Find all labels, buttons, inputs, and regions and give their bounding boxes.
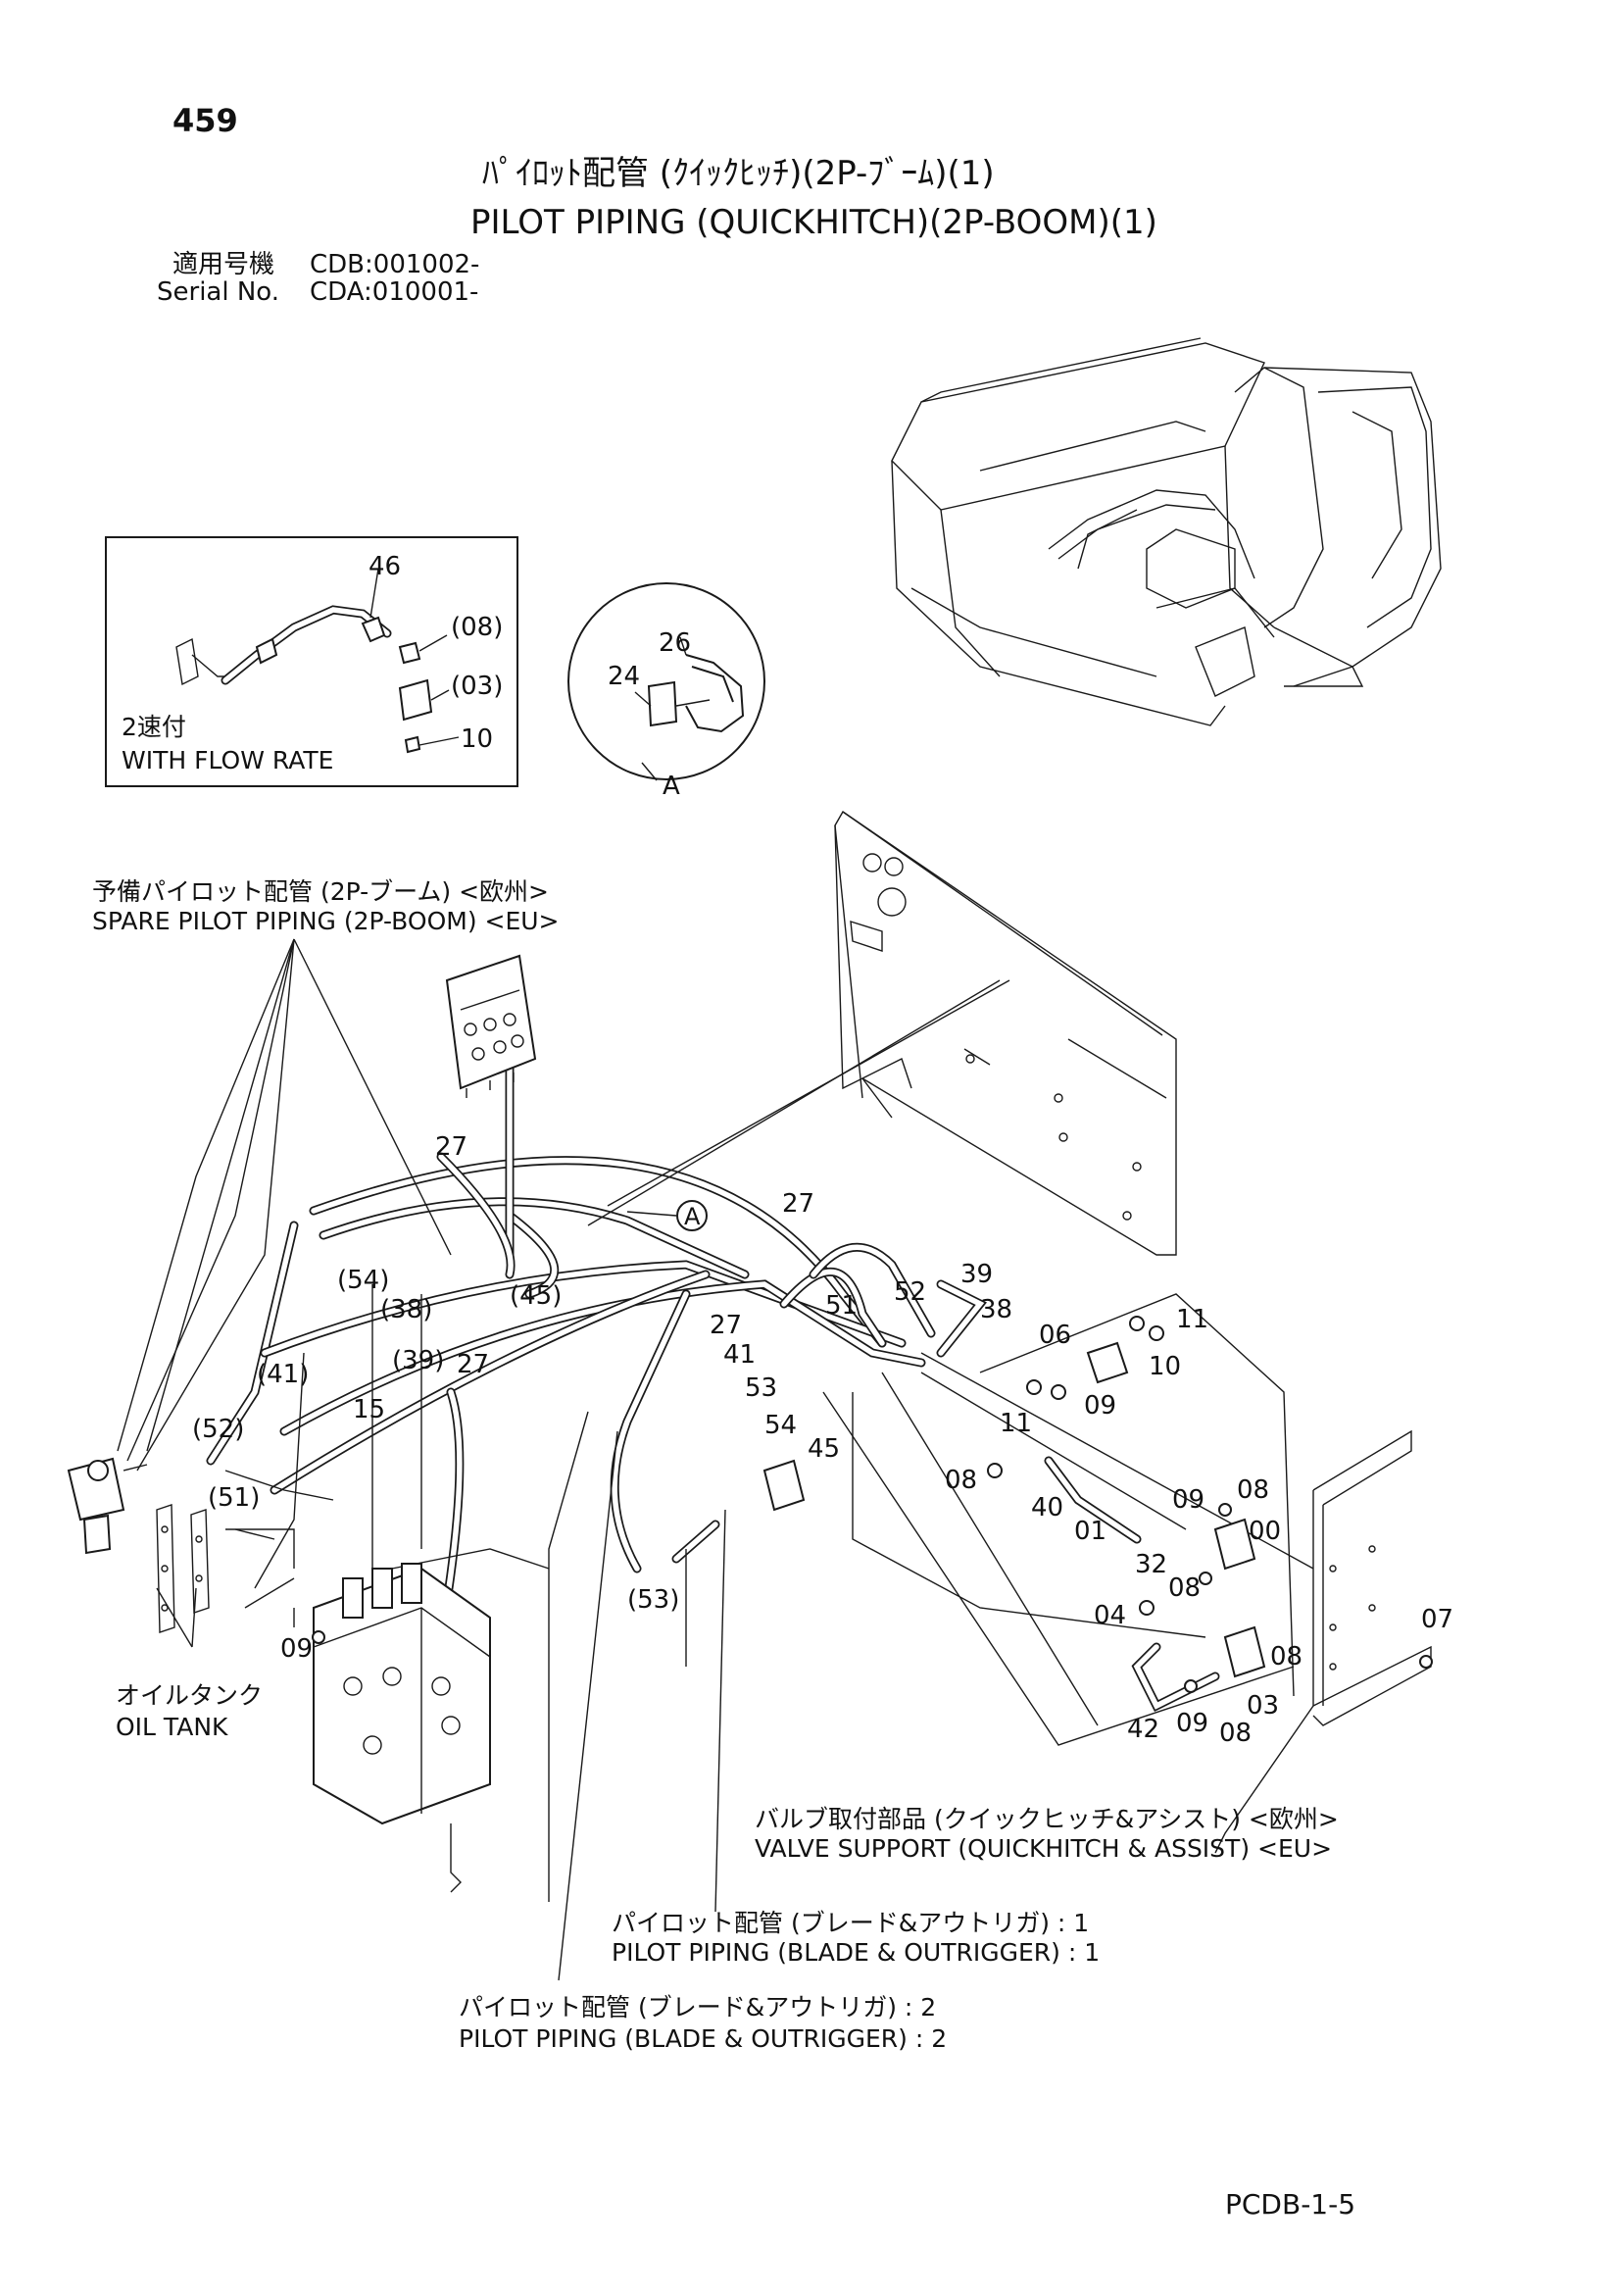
pilot-control-valve-top bbox=[445, 954, 537, 1098]
part-label: 42 bbox=[1127, 1715, 1159, 1744]
part-label: 38 bbox=[980, 1295, 1012, 1324]
detail-a-view-label: A bbox=[663, 772, 680, 801]
text-callouts: 予備パイロット配管 (2P-ブーム) <欧州> SPARE PILOT PIPI… bbox=[92, 877, 1339, 2053]
valve-mount-panel bbox=[834, 810, 1177, 1256]
part-label: 01 bbox=[1074, 1517, 1106, 1546]
serial-jp-value: CDB:001002- bbox=[310, 250, 479, 279]
inset-label-03: (03) bbox=[451, 672, 503, 701]
part-label: 53 bbox=[745, 1373, 777, 1403]
valve-support-bracket bbox=[1312, 1429, 1432, 1726]
blade-outrigger-2-jp: パイロット配管 (ブレード&アウトリガ) : 2 bbox=[459, 1993, 936, 2021]
serial-en-label: Serial No. bbox=[157, 277, 279, 307]
quickhitch-valve-blocks bbox=[312, 1316, 1433, 1693]
left-selector-valve bbox=[67, 1457, 148, 1555]
view-a-marker: A bbox=[626, 1200, 708, 1231]
valve-support-jp: バルブ取付部品 (クイックヒッチ&アシスト) <欧州> bbox=[755, 1805, 1339, 1833]
part-label: (51) bbox=[208, 1483, 260, 1513]
serial-jp-label: 適用号機 bbox=[172, 250, 274, 279]
oil-tank-jp: オイルタンク bbox=[116, 1681, 263, 1710]
part-label: 27 bbox=[435, 1132, 467, 1162]
part-number-labels: 27 (54) (38) (45) 27 39 52 38 51 27 41 5… bbox=[192, 1132, 1453, 1748]
inset-caption-en: WITH FLOW RATE bbox=[122, 746, 333, 774]
part-label: 09 bbox=[1172, 1485, 1204, 1515]
detail-a-circle: 26 24 A bbox=[567, 582, 765, 801]
spare-pilot-piping-en: SPARE PILOT PIPING (2P-BOOM) <EU> bbox=[92, 907, 560, 935]
part-label: 27 bbox=[457, 1350, 489, 1379]
blade-outrigger-1-jp: パイロット配管 (ブレード&アウトリガ) : 1 bbox=[612, 1909, 1089, 1937]
part-label: (41) bbox=[257, 1360, 309, 1389]
oil-tank-brackets bbox=[156, 1504, 295, 1633]
part-label: (53) bbox=[627, 1585, 679, 1615]
main-piping-diagram: A 27 (54) (38) (45) 27 39 52 38 51 bbox=[67, 810, 1453, 2053]
part-label: 09 bbox=[1084, 1391, 1116, 1421]
title-japanese: ﾊﾟｲﾛｯﾄ配管 (ｸｲｯｸﾋｯﾁ)(2P-ﾌﾞｰﾑ)(1) bbox=[482, 154, 995, 193]
part-label: 06 bbox=[1039, 1321, 1071, 1350]
part-label: 04 bbox=[1094, 1601, 1126, 1630]
part-label: (39) bbox=[392, 1346, 444, 1375]
valve-support-en: VALVE SUPPORT (QUICKHITCH & ASSIST) <EU> bbox=[755, 1834, 1332, 1863]
main-control-valve bbox=[313, 1563, 491, 1893]
inset-caption-jp: 2速付 bbox=[122, 713, 186, 741]
inset-label-46: 46 bbox=[369, 552, 401, 581]
spare-pilot-piping-jp: 予備パイロット配管 (2P-ブーム) <欧州> bbox=[92, 877, 549, 906]
callout-leaders bbox=[117, 938, 1314, 1981]
part-label: 08 bbox=[1168, 1573, 1201, 1603]
part-label: 10 bbox=[1149, 1352, 1181, 1381]
part-label: 00 bbox=[1249, 1517, 1281, 1546]
part-label: (52) bbox=[192, 1415, 244, 1444]
part-label: 08 bbox=[1237, 1475, 1269, 1505]
part-label: 09 bbox=[280, 1634, 313, 1664]
part-label: 07 bbox=[1421, 1605, 1453, 1634]
view-a-marker-label: A bbox=[684, 1203, 701, 1230]
part-label: 11 bbox=[1000, 1409, 1032, 1438]
page-code: PCDB-1-5 bbox=[1225, 2188, 1355, 2221]
part-label: 52 bbox=[894, 1277, 926, 1307]
part-label: 27 bbox=[710, 1311, 742, 1340]
part-label: 45 bbox=[808, 1434, 840, 1464]
part-label: 54 bbox=[764, 1411, 797, 1440]
part-label: 39 bbox=[960, 1260, 993, 1289]
part-label: 08 bbox=[1270, 1642, 1303, 1672]
detail-a-label-24: 24 bbox=[608, 662, 640, 691]
inset-label-10: 10 bbox=[461, 724, 493, 754]
part-label: 27 bbox=[782, 1189, 814, 1219]
part-label: 41 bbox=[723, 1340, 756, 1370]
excavator-overview-drawing bbox=[891, 337, 1442, 726]
part-label: 15 bbox=[353, 1395, 385, 1424]
detail-a-label-26: 26 bbox=[659, 628, 691, 658]
flow-rate-inset: 46 (08) (03) 10 2速付 WITH FLOW RATE bbox=[105, 536, 518, 787]
part-label: 09 bbox=[1176, 1709, 1208, 1738]
part-label: 08 bbox=[1219, 1719, 1252, 1748]
hose-bundle bbox=[206, 1015, 1220, 1713]
page-header: 459 ﾊﾟｲﾛｯﾄ配管 (ｸｲｯｸﾋｯﾁ)(2P-ﾌﾞｰﾑ)(1) PILOT… bbox=[157, 102, 1157, 307]
part-label: (38) bbox=[380, 1295, 432, 1324]
part-label: 11 bbox=[1176, 1305, 1208, 1334]
blade-outrigger-1-en: PILOT PIPING (BLADE & OUTRIGGER) : 1 bbox=[612, 1938, 1100, 1967]
serial-en-value: CDA:010001- bbox=[310, 277, 478, 307]
part-label: (45) bbox=[510, 1281, 562, 1311]
part-label: 32 bbox=[1135, 1550, 1167, 1579]
oil-tank-en: OIL TANK bbox=[116, 1713, 228, 1741]
part-label: 40 bbox=[1031, 1493, 1063, 1522]
inset-label-08: (08) bbox=[451, 613, 503, 642]
part-label: (54) bbox=[337, 1266, 389, 1295]
blade-outrigger-2-en: PILOT PIPING (BLADE & OUTRIGGER) : 2 bbox=[459, 2024, 947, 2053]
pilot-lines bbox=[224, 979, 1314, 1902]
part-label: 08 bbox=[945, 1466, 977, 1495]
title-english: PILOT PIPING (QUICKHITCH)(2P-BOOM)(1) bbox=[470, 203, 1157, 242]
part-label: 51 bbox=[825, 1291, 858, 1321]
part-label: 03 bbox=[1247, 1691, 1279, 1721]
page-number: 459 bbox=[172, 102, 238, 139]
